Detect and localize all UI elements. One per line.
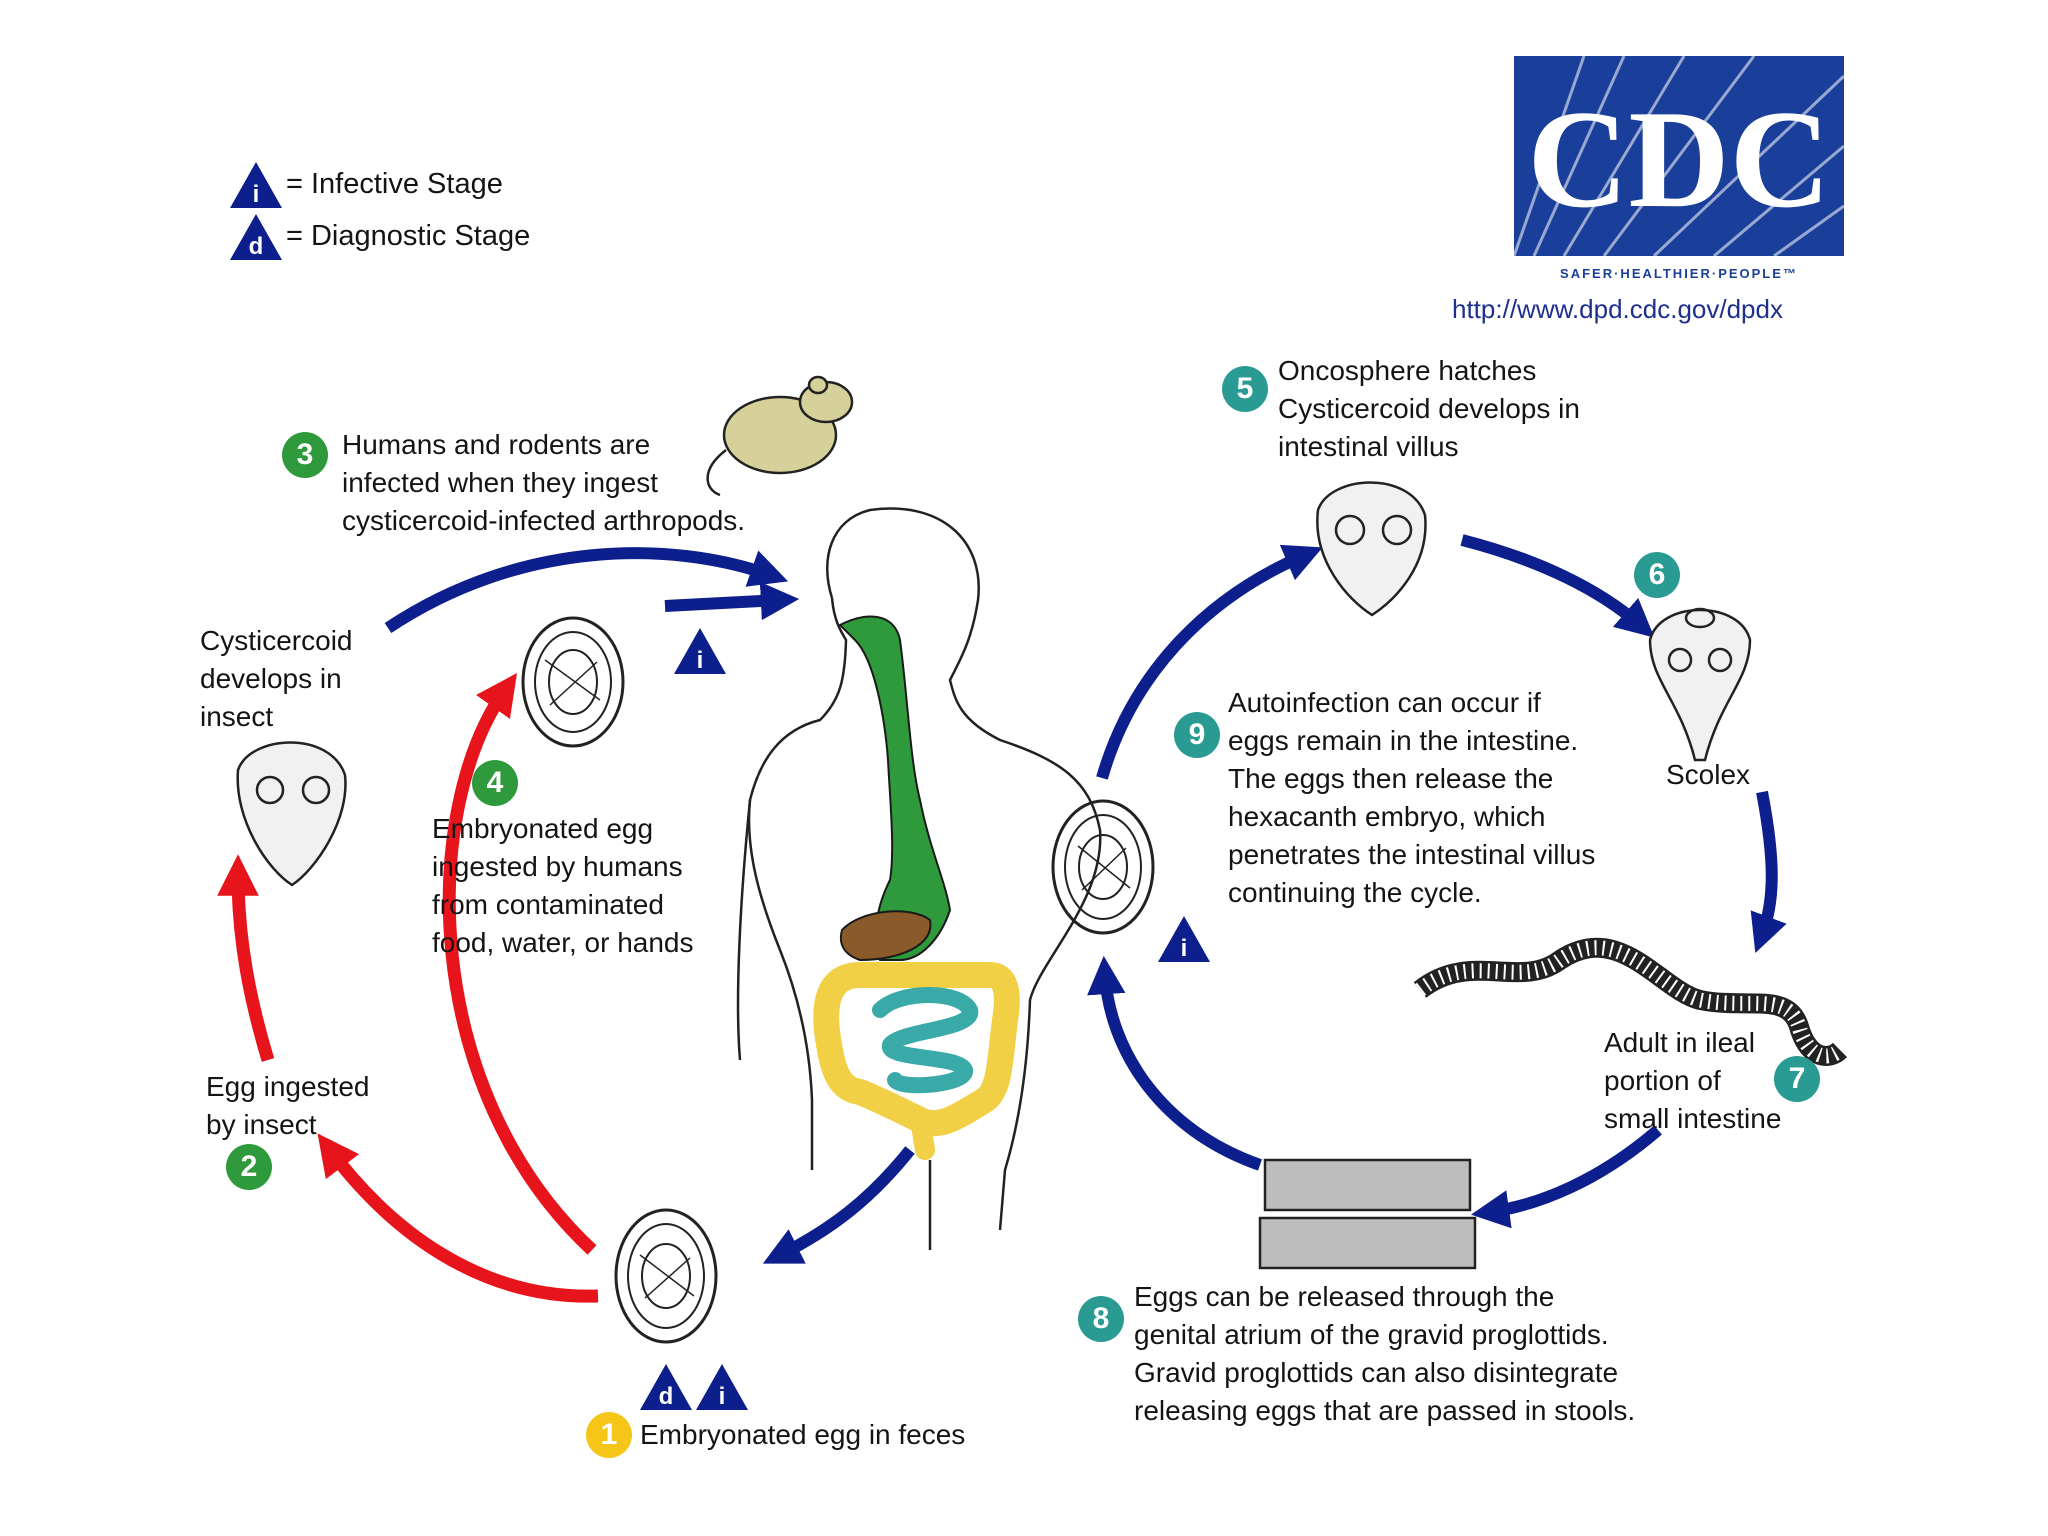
cysticercoid-insect-drawing bbox=[236, 741, 347, 887]
infective-stage-legend-icon: i bbox=[230, 162, 282, 208]
infective-stage-legend-label: = Infective Stage bbox=[286, 168, 503, 200]
diagnostic-stage-legend-label: = Diagnostic Stage bbox=[286, 220, 531, 252]
arrow-egg-to-insect bbox=[317, 1133, 599, 1303]
svg-text:d: d bbox=[249, 233, 264, 260]
step-1-badge: 1 bbox=[586, 1412, 632, 1458]
svg-text:i: i bbox=[697, 647, 704, 674]
esophagus bbox=[838, 615, 952, 961]
cdc-url: http://www.dpd.cdc.gov/dpdx bbox=[1452, 294, 1783, 324]
step-9-badge: 9 bbox=[1174, 712, 1220, 758]
arrow-insect-up bbox=[217, 854, 275, 1062]
cysticercoid-villus-drawing bbox=[1316, 481, 1427, 617]
step-2-text: Egg ingested by insect bbox=[206, 1071, 370, 1140]
infective-stage-icon-step4: i bbox=[674, 628, 726, 674]
svg-text:i: i bbox=[253, 181, 260, 208]
diagnostic-stage-legend-icon: d bbox=[230, 214, 282, 260]
liver bbox=[840, 910, 932, 962]
step-5-badge: 5 bbox=[1222, 366, 1268, 412]
scolex-label: Scolex bbox=[1666, 759, 1751, 790]
arrow-to-oncosphere bbox=[1096, 544, 1323, 780]
step-4-badge: 4 bbox=[472, 760, 518, 806]
arrow-autoinfection bbox=[1087, 955, 1262, 1171]
egg-drawing-autoinfection bbox=[1051, 799, 1155, 935]
step-5-text: Oncosphere hatches Cysticercoid develops… bbox=[1278, 355, 1580, 462]
svg-text:i: i bbox=[1181, 935, 1188, 962]
cdc-logo: CDC SAFER·HEALTHIER·PEOPLE™ bbox=[1514, 56, 1846, 281]
step-8-badge: 8 bbox=[1078, 1296, 1124, 1342]
step-6-badge: 6 bbox=[1634, 552, 1680, 598]
svg-text:i: i bbox=[719, 1383, 726, 1410]
arrow-arthropod-to-human bbox=[384, 547, 789, 633]
egg-drawing-bottom bbox=[614, 1208, 718, 1344]
step-8-text: Eggs can be released through the genital… bbox=[1134, 1281, 1636, 1426]
svg-text:d: d bbox=[659, 1383, 674, 1410]
egg-drawing-top bbox=[521, 616, 625, 748]
human-body bbox=[736, 507, 1102, 1250]
step-7-badge: 7 bbox=[1774, 1056, 1820, 1102]
arrow-to-adult bbox=[1750, 790, 1787, 954]
step-9-text: Autoinfection can occur if eggs remain i… bbox=[1228, 687, 1596, 908]
rectum bbox=[910, 1110, 935, 1160]
diagnostic-stage-icon-step1: d bbox=[640, 1364, 692, 1410]
step-1-text: Embryonated egg in feces bbox=[640, 1419, 966, 1450]
step-4-text: Embryonated egg ingested by humans from … bbox=[432, 813, 694, 958]
arrow-to-proglottids bbox=[1470, 1125, 1662, 1229]
step-7-text: Adult in ileal portion of small intestin… bbox=[1604, 1027, 1782, 1134]
scolex-drawing bbox=[1648, 607, 1752, 762]
proglottids-drawing bbox=[1258, 1158, 1477, 1270]
arrow-egg-ingested bbox=[664, 581, 800, 621]
infective-stage-icon-step9: i bbox=[1158, 916, 1210, 962]
svg-text:CDC: CDC bbox=[1527, 82, 1830, 237]
arrow-human-to-feces bbox=[762, 1146, 915, 1264]
infective-stage-icon-step1: i bbox=[696, 1364, 748, 1410]
adult-worm-drawing bbox=[1413, 937, 1848, 1066]
step-3-badge: 3 bbox=[282, 432, 328, 478]
step-2-badge: 2 bbox=[226, 1144, 272, 1190]
svg-text:SAFER·HEALTHIER·PEOPLE™: SAFER·HEALTHIER·PEOPLE™ bbox=[1560, 266, 1798, 281]
rodent bbox=[706, 375, 854, 497]
arrow-egg-to-human bbox=[442, 673, 597, 1255]
step-3-text: Humans and rodents are infected when the… bbox=[342, 429, 746, 536]
small-intestine bbox=[872, 987, 978, 1094]
cysticercoid-insect-label: Cysticercoid develops in insect bbox=[200, 625, 353, 732]
arrow-to-scolex bbox=[1460, 534, 1655, 638]
